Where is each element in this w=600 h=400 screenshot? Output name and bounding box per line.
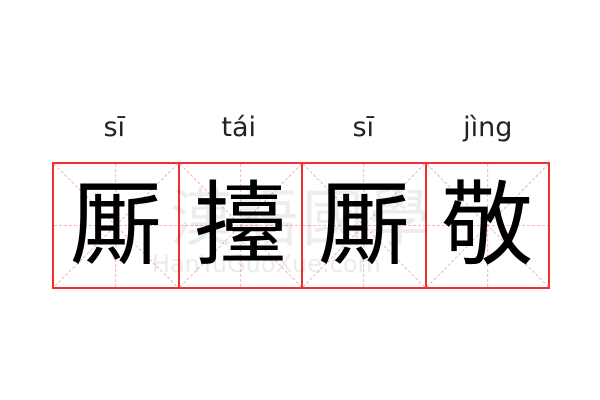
pinyin-row: sī tái sī jìng <box>52 108 550 148</box>
guide-lines <box>427 164 549 287</box>
guide-lines <box>303 164 425 287</box>
character-cell: 厮 <box>54 164 178 287</box>
guide-lines <box>180 164 302 287</box>
watermark-chinese: 漢語國學 <box>170 182 435 255</box>
character-grid: 厮 擡 厮 敬 <box>52 162 550 289</box>
character-cell: 擡 <box>177 164 302 287</box>
watermark-url: HanYuGuoXue.com <box>152 250 381 278</box>
character-cell: 敬 <box>424 164 549 287</box>
character-3: 厮 <box>317 171 410 279</box>
pinyin-2: tái <box>221 112 257 143</box>
character-4: 敬 <box>441 171 534 279</box>
pinyin-1: sī <box>103 112 126 143</box>
character-cell: 厮 <box>301 164 425 287</box>
character-1: 厮 <box>69 171 162 279</box>
guide-lines <box>54 164 178 287</box>
pinyin-3: sī <box>352 112 375 143</box>
character-2: 擡 <box>194 171 287 279</box>
pinyin-4: jìng <box>463 112 513 143</box>
